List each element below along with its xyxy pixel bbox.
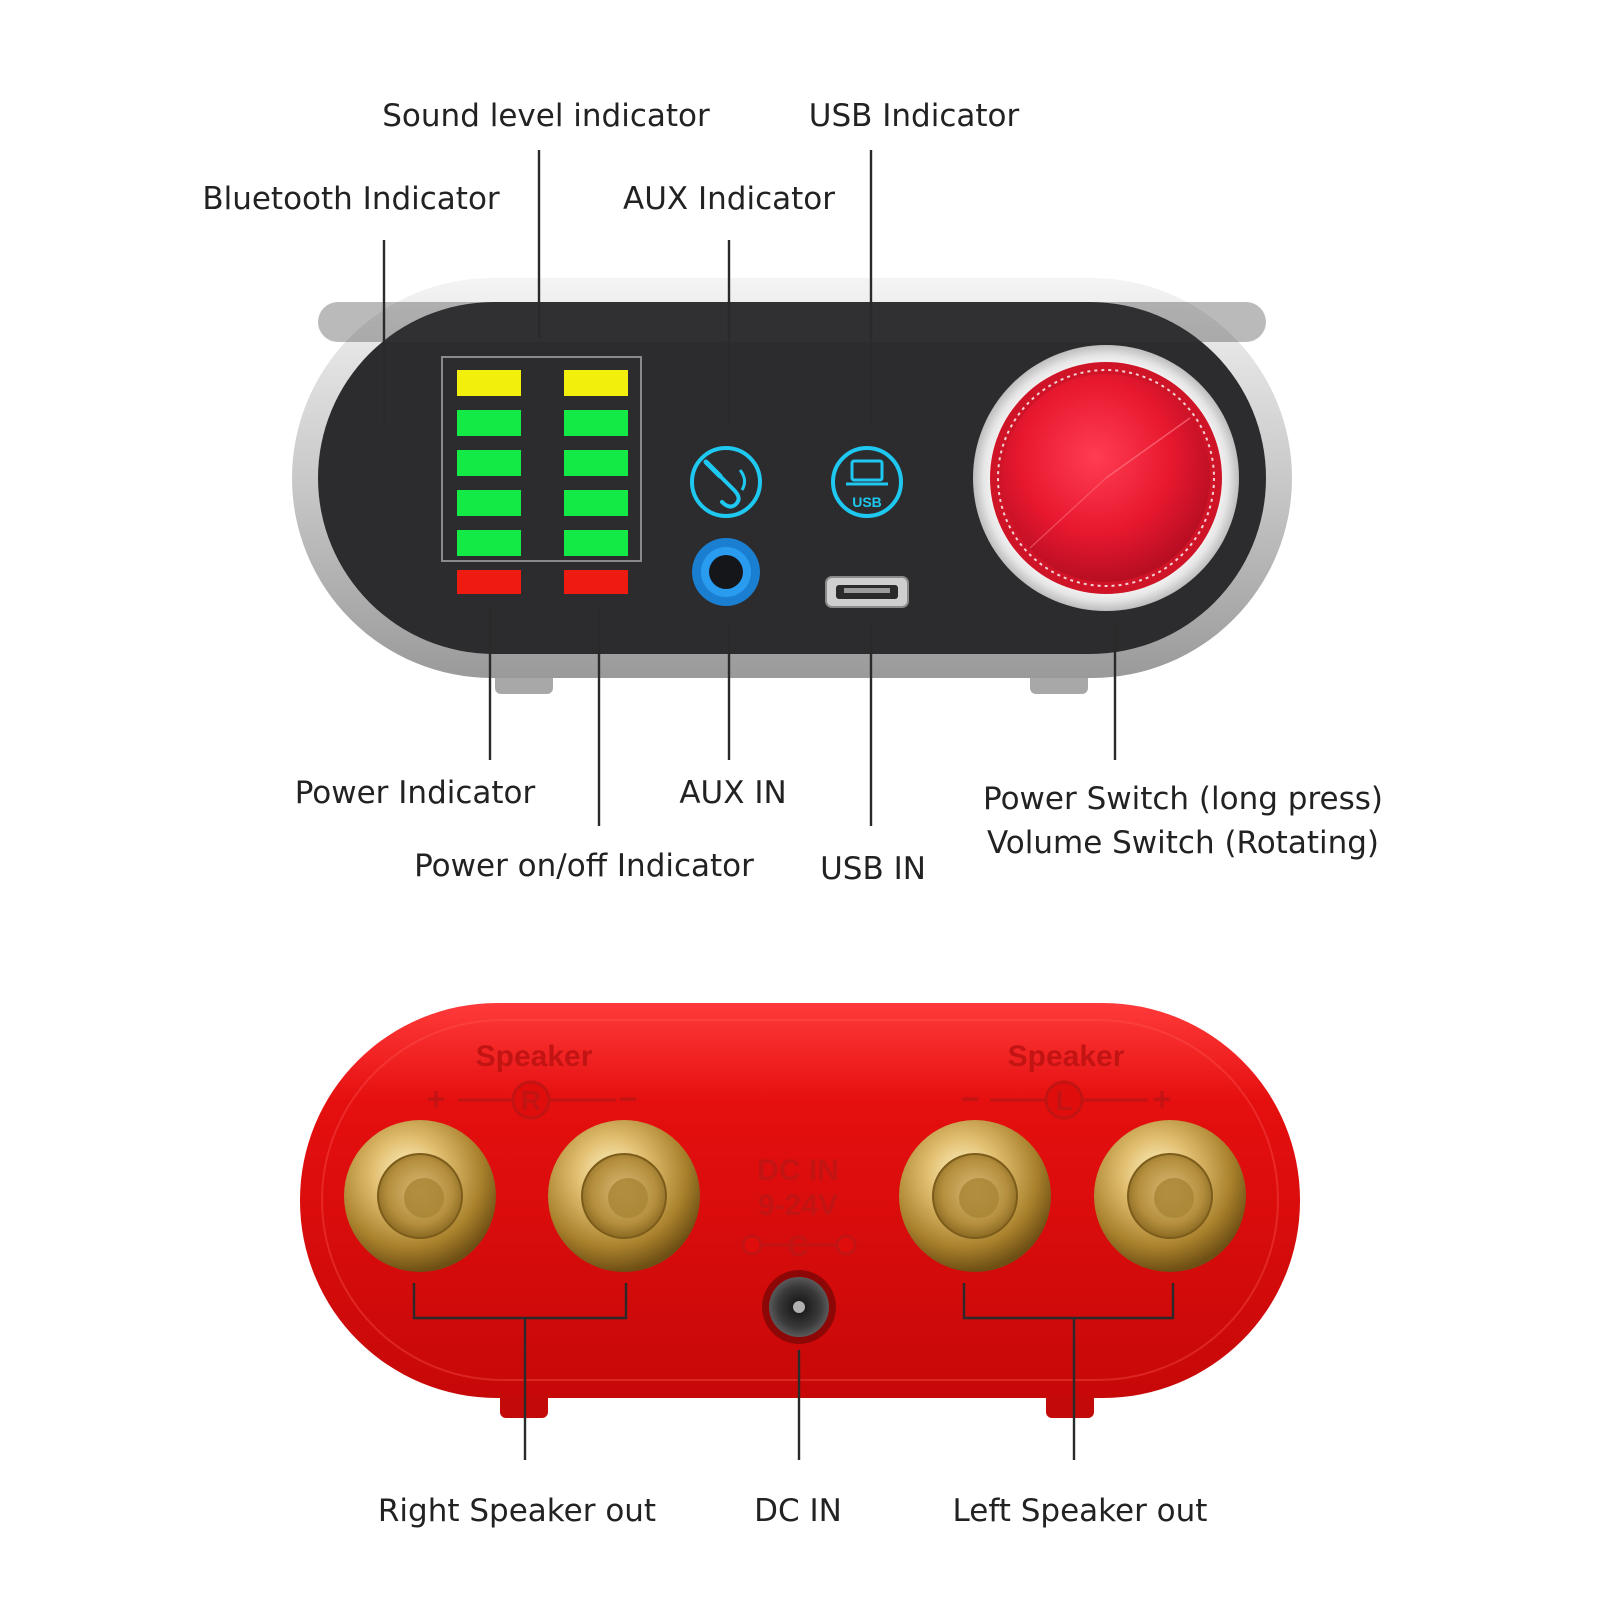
level-bar-right-4 [564, 490, 628, 516]
rear-l-text: L [1055, 1085, 1072, 1116]
rear-left-polarity: L − + [961, 1080, 1172, 1120]
label-bluetooth-indicator: Bluetooth Indicator [202, 181, 500, 217]
aux-indicator-icon [690, 446, 762, 518]
label-left-speaker-out: Left Speaker out [953, 1493, 1208, 1529]
rear-panel: Speaker Speaker R + − L − + DC IN 9-24V … [300, 1003, 1300, 1418]
label-dc-in: DC IN [754, 1493, 842, 1529]
label-usb-indicator: USB Indicator [809, 98, 1020, 134]
rear-left-plus: + [1153, 1081, 1172, 1117]
rear-right-polarity: R + − [427, 1080, 638, 1120]
label-volume-switch: Volume Switch (Rotating) [987, 825, 1379, 861]
level-bar-left-1 [457, 370, 521, 396]
usb-in-port[interactable] [825, 576, 909, 608]
rear-polarity-symbol: C [741, 1230, 857, 1263]
rear-speaker-left-text: Speaker [1008, 1040, 1125, 1073]
rear-labels: Right Speaker out DC IN Left Speaker out [378, 1493, 1208, 1529]
level-bar-left-4 [457, 490, 521, 516]
rear-left-minus: − [961, 1081, 980, 1117]
front-labels: Sound level indicator USB Indicator Blue… [202, 98, 1383, 887]
sound-level-frame [441, 356, 642, 562]
label-right-speaker-out: Right Speaker out [378, 1493, 656, 1529]
aux-in-jack[interactable] [692, 538, 760, 606]
power-onoff-indicator-led [564, 570, 628, 594]
rear-dc-in-text: DC IN [757, 1154, 839, 1187]
rear-right-plus: + [427, 1081, 446, 1117]
level-bar-left-5 [457, 530, 521, 556]
power-indicator-led [457, 570, 521, 594]
level-bar-right-2 [564, 410, 628, 436]
label-power-indicator: Power Indicator [295, 775, 536, 811]
level-bar-left-3 [457, 450, 521, 476]
rear-leader-lines [412, 1283, 1175, 1460]
label-aux-indicator: AUX Indicator [623, 181, 835, 217]
front-panel: USB [292, 278, 1292, 694]
label-power-switch: Power Switch (long press) [983, 781, 1383, 817]
label-sound-level-indicator: Sound level indicator [382, 98, 710, 134]
volume-power-knob[interactable] [973, 345, 1239, 611]
left-speaker-minus-terminal[interactable] [899, 1120, 1051, 1272]
rear-r-text: R [521, 1085, 541, 1116]
level-bar-right-1 [564, 370, 628, 396]
usb-indicator-icon: USB [831, 446, 903, 518]
sound-level-meter [441, 356, 642, 594]
rear-right-minus: − [619, 1081, 638, 1117]
right-speaker-minus-terminal[interactable] [548, 1120, 700, 1272]
label-aux-in: AUX IN [679, 775, 786, 811]
left-speaker-plus-terminal[interactable] [1094, 1120, 1246, 1272]
level-bar-right-3 [564, 450, 628, 476]
label-usb-in: USB IN [820, 851, 926, 887]
rear-polarity-center: C [787, 1230, 809, 1263]
dc-in-jack[interactable] [762, 1270, 836, 1344]
front-leader-lines [382, 150, 1117, 826]
label-power-onoff-indicator: Power on/off Indicator [414, 848, 754, 884]
rear-speaker-right-text: Speaker [476, 1040, 593, 1073]
level-bar-left-2 [457, 410, 521, 436]
usb-icon-label: USB [852, 494, 882, 510]
level-bar-right-5 [564, 530, 628, 556]
right-speaker-plus-terminal[interactable] [344, 1120, 496, 1272]
rear-voltage-text: 9-24V [758, 1189, 838, 1222]
